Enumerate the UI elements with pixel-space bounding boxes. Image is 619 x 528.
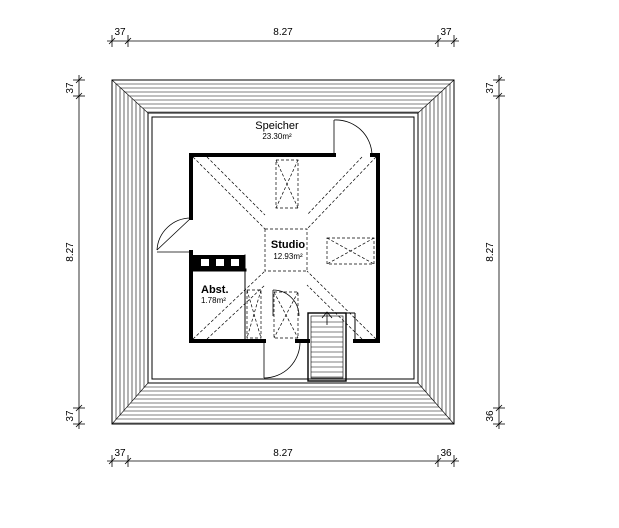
- room-area-studio: 12.93m²: [273, 252, 303, 261]
- skylight-top: [275, 159, 299, 209]
- skylight-storage: [246, 289, 262, 339]
- dimension-top: [107, 35, 459, 47]
- door-studio-left: [156, 217, 192, 253]
- attic-outline: [151, 116, 415, 380]
- dimension-bottom: [107, 455, 459, 467]
- skylight-right: [326, 237, 375, 265]
- door-storage: [272, 289, 300, 317]
- dim-bottom-right: 36: [440, 448, 452, 459]
- dim-right-bottom: 36: [485, 410, 496, 422]
- dimension-left: [73, 75, 85, 429]
- dim-right-span: 8.27: [485, 242, 496, 262]
- dim-left-span: 8.27: [65, 242, 76, 262]
- dim-left-bottom: 37: [65, 410, 76, 422]
- dim-top-right: 37: [440, 27, 452, 38]
- dim-bottom-span: 8.27: [273, 448, 293, 459]
- dim-right-top: 37: [485, 82, 496, 94]
- door-speicher: [333, 119, 373, 156]
- room-area-abst: 1.78m²: [201, 296, 226, 305]
- room-area-speicher: 23.30m²: [262, 132, 292, 141]
- room-speicher: Speicher 23.30m²: [255, 120, 299, 141]
- dim-bottom-left: 37: [114, 448, 126, 459]
- room-studio: Studio 12.93m²: [271, 239, 305, 261]
- stair: [307, 311, 356, 382]
- room-label-speicher: Speicher: [255, 120, 299, 132]
- roof-eaves: [111, 79, 455, 425]
- roof-ridge-lines: [192, 156, 377, 340]
- dim-top-span: 8.27: [273, 27, 293, 38]
- dim-left-top: 37: [65, 82, 76, 94]
- room-label-studio: Studio: [271, 239, 305, 251]
- room-abst: Abst. 1.78m²: [201, 284, 229, 305]
- skylight-stair: [273, 291, 299, 339]
- door-abst: [263, 340, 301, 379]
- dim-top-left: 37: [114, 27, 126, 38]
- dimension-right: [493, 75, 505, 429]
- room-label-abst: Abst.: [201, 284, 229, 296]
- vent-block: [193, 255, 245, 270]
